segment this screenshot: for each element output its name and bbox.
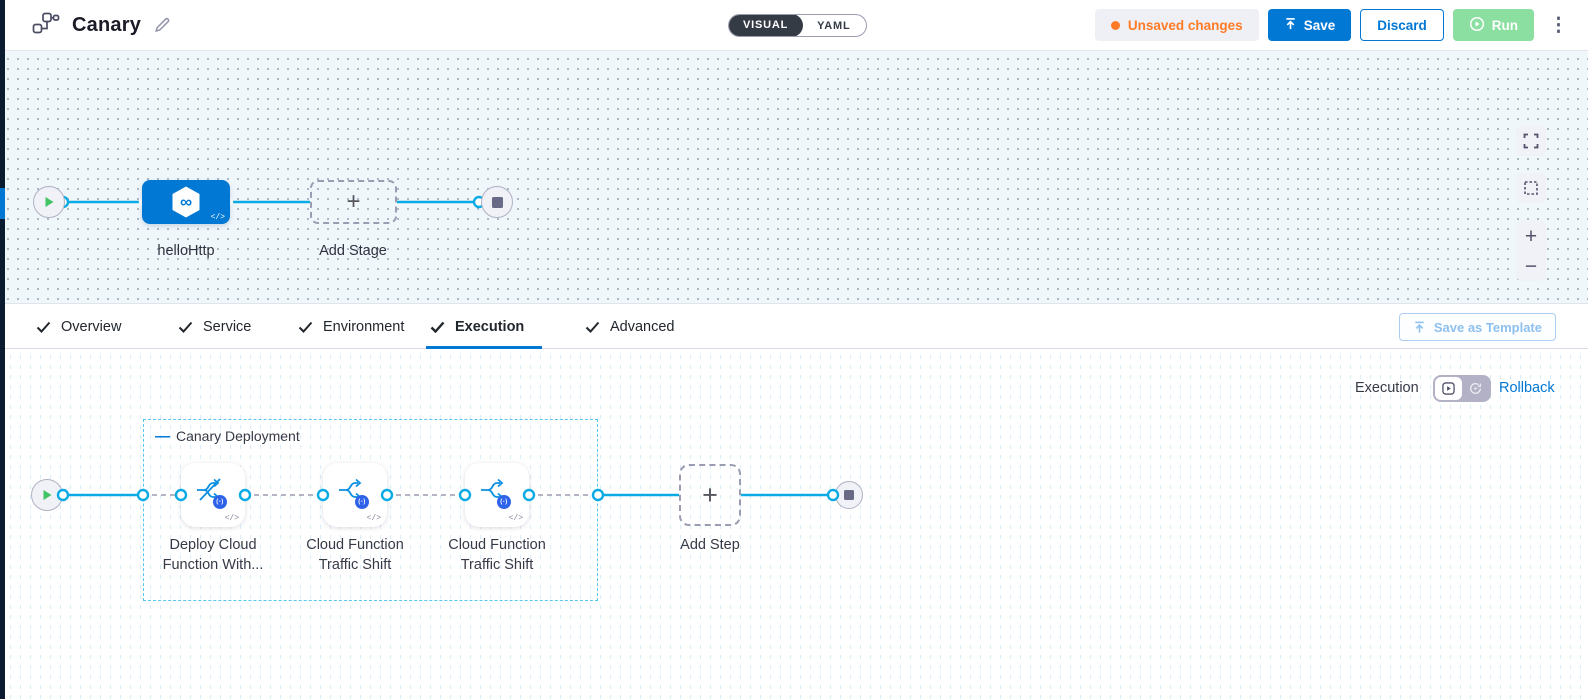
selected-row-marker xyxy=(0,188,5,219)
rollback-circle-icon xyxy=(1470,383,1482,394)
step-deploy-cloud-function[interactable]: (-) </> xyxy=(181,463,245,527)
execution-end-node[interactable] xyxy=(835,481,863,509)
cloud-function-badge-icon: (-) xyxy=(497,495,511,509)
upload-arrow-icon xyxy=(1415,321,1424,333)
tab-environment[interactable]: Environment xyxy=(298,304,404,349)
check-icon xyxy=(585,321,600,333)
code-icon: </> xyxy=(210,213,225,222)
stage-canvas[interactable]: ∞ </> helloHttp + Add Stage + − xyxy=(0,51,1588,303)
plus-icon: + xyxy=(702,479,718,510)
fit-to-screen-button[interactable] xyxy=(1516,173,1546,203)
svg-text:∞: ∞ xyxy=(180,193,192,212)
tab-overview[interactable]: Overview xyxy=(36,304,121,349)
tab-advanced[interactable]: Advanced xyxy=(585,304,675,349)
check-icon xyxy=(36,321,51,333)
play-box-icon xyxy=(1442,382,1455,395)
zoom-in-button[interactable]: + xyxy=(1524,224,1538,248)
unsaved-dot-icon xyxy=(1110,20,1120,30)
selection-box-icon xyxy=(1524,181,1538,195)
stage-connectors xyxy=(56,195,486,209)
execution-view-label: Execution xyxy=(1355,380,1419,396)
fullscreen-icon xyxy=(1523,133,1539,149)
unsaved-changes-badge: Unsaved changes xyxy=(1094,9,1259,41)
save-button[interactable]: Save xyxy=(1267,9,1352,41)
rollback-view-button[interactable] xyxy=(1463,377,1490,400)
collapse-group-icon[interactable]: — xyxy=(155,427,170,445)
step-label: Deploy Cloud Function With... xyxy=(162,537,264,573)
plus-icon: + xyxy=(346,188,361,215)
save-as-template-button[interactable]: Save as Template xyxy=(1398,313,1556,341)
add-step-label: Add Step xyxy=(680,537,740,553)
stage-config-tabbar: Overview Service Environment Execution A… xyxy=(0,303,1588,349)
upload-arrow-icon xyxy=(1284,17,1297,34)
execution-canvas[interactable]: Execution Rollback — Canary Deplo xyxy=(0,349,1588,699)
run-button[interactable]: Run xyxy=(1452,9,1534,41)
fullscreen-button[interactable] xyxy=(1516,126,1546,156)
left-edge-strip xyxy=(0,0,5,699)
rollback-link[interactable]: Rollback xyxy=(1499,380,1555,396)
stop-square-icon xyxy=(844,490,854,500)
step-group-canary-deployment[interactable]: — Canary Deployment xyxy=(143,419,598,601)
step-label: Cloud Function Traffic Shift xyxy=(306,537,404,573)
toggle-visual[interactable]: VISUAL xyxy=(728,15,804,36)
zoom-out-button[interactable]: − xyxy=(1524,254,1538,278)
pipeline-start-node[interactable] xyxy=(33,186,65,218)
tab-execution[interactable]: Execution xyxy=(425,304,543,349)
visual-yaml-toggle: VISUAL YAML xyxy=(728,14,867,37)
zoom-controls: + − xyxy=(1516,221,1546,281)
stage-node-hellohttp[interactable]: ∞ </> xyxy=(142,180,230,224)
play-icon xyxy=(45,197,54,207)
traffic-shift-icon xyxy=(479,475,509,510)
kebab-menu-icon[interactable]: ⋮ xyxy=(1549,14,1568,36)
stop-square-icon xyxy=(491,196,503,208)
stage-label: helloHttp xyxy=(157,243,215,259)
harness-hexagon-icon: ∞ xyxy=(172,186,200,218)
play-icon xyxy=(43,490,52,500)
run-play-icon xyxy=(1469,16,1485,35)
check-icon xyxy=(430,321,445,333)
discard-button[interactable]: Discard xyxy=(1360,9,1444,41)
page-title: Canary xyxy=(72,13,142,36)
execution-start-node[interactable] xyxy=(31,479,63,511)
step-cloud-function-traffic-shift-1[interactable]: (-) </> xyxy=(323,463,387,527)
cloud-function-badge-icon: (-) xyxy=(213,495,227,509)
check-icon xyxy=(178,321,193,333)
code-icon: </> xyxy=(508,514,523,523)
code-icon: </> xyxy=(366,514,381,523)
add-step-button[interactable]: + xyxy=(679,464,741,526)
header-bar: Canary VISUAL YAML Unsaved changes xyxy=(0,0,1588,51)
execution-view-button[interactable] xyxy=(1435,377,1462,400)
toggle-yaml[interactable]: YAML xyxy=(817,19,851,32)
pipeline-end-node[interactable] xyxy=(481,186,513,218)
pipeline-icon xyxy=(32,12,60,39)
add-stage-label: Add Stage xyxy=(319,243,387,259)
check-icon xyxy=(298,321,313,333)
tab-service[interactable]: Service xyxy=(178,304,251,349)
cloud-function-badge-icon: (-) xyxy=(355,495,369,509)
group-title: Canary Deployment xyxy=(176,428,300,444)
execution-rollback-toggle xyxy=(1433,375,1491,402)
step-cloud-function-traffic-shift-2[interactable]: (-) </> xyxy=(465,463,529,527)
edit-title-pencil-icon[interactable] xyxy=(153,16,171,34)
add-stage-button[interactable]: + xyxy=(310,180,397,224)
step-label: Cloud Function Traffic Shift xyxy=(448,537,546,573)
code-icon: </> xyxy=(224,514,239,523)
